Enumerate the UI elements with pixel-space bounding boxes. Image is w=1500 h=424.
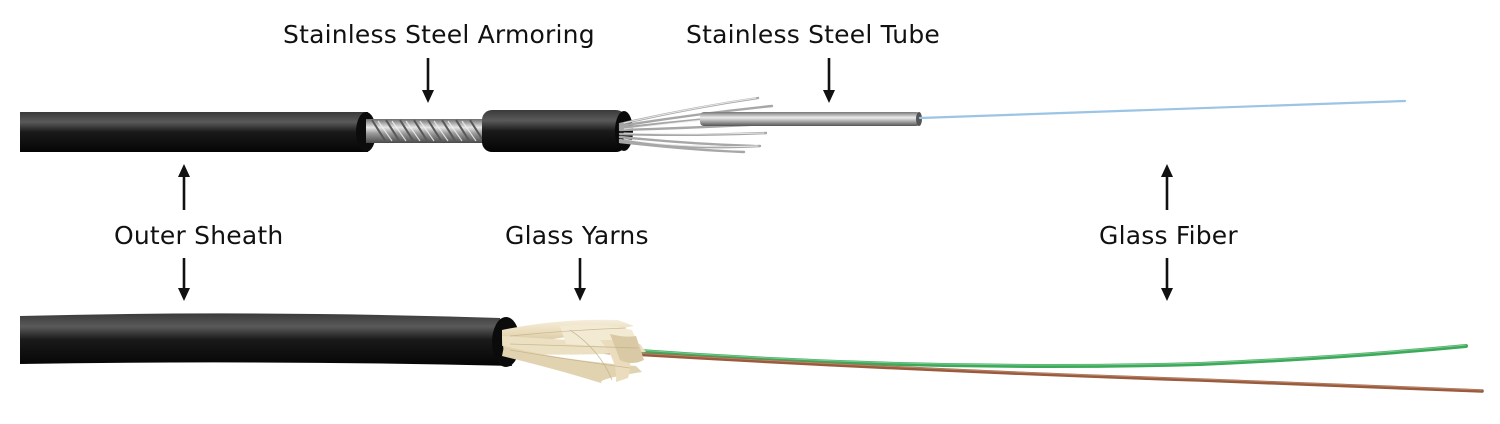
middle-sheath-segment [482, 110, 626, 152]
pointer-arrows [178, 58, 1173, 301]
glass-yarns-tuft [502, 319, 646, 384]
label-stainless-steel-armoring: Stainless Steel Armoring [283, 20, 595, 49]
armored-cable [20, 96, 1407, 154]
steel-tube [700, 112, 920, 126]
steel-armoring [366, 119, 485, 143]
arrow-armoring [422, 58, 434, 103]
top-outer-sheath [20, 112, 368, 152]
label-outer-sheath: Outer Sheath [114, 221, 284, 250]
arrow-glass-fiber-up [1161, 164, 1173, 210]
label-stainless-steel-tube: Stainless Steel Tube [686, 20, 940, 49]
top-glass-fiber [918, 99, 1407, 120]
arrow-glass-yarns [574, 258, 586, 301]
yarn-cable [20, 313, 1484, 393]
bottom-outer-sheath [20, 313, 512, 366]
label-glass-yarns: Glass Yarns [505, 221, 649, 250]
green-fiber [598, 344, 1468, 368]
brown-fiber [598, 350, 1484, 393]
arrow-tube [823, 58, 835, 103]
arrow-outer-sheath-down [178, 258, 190, 301]
label-glass-fiber: Glass Fiber [1099, 221, 1238, 250]
arrow-outer-sheath-up [178, 164, 190, 210]
arrow-glass-fiber-down [1161, 258, 1173, 301]
